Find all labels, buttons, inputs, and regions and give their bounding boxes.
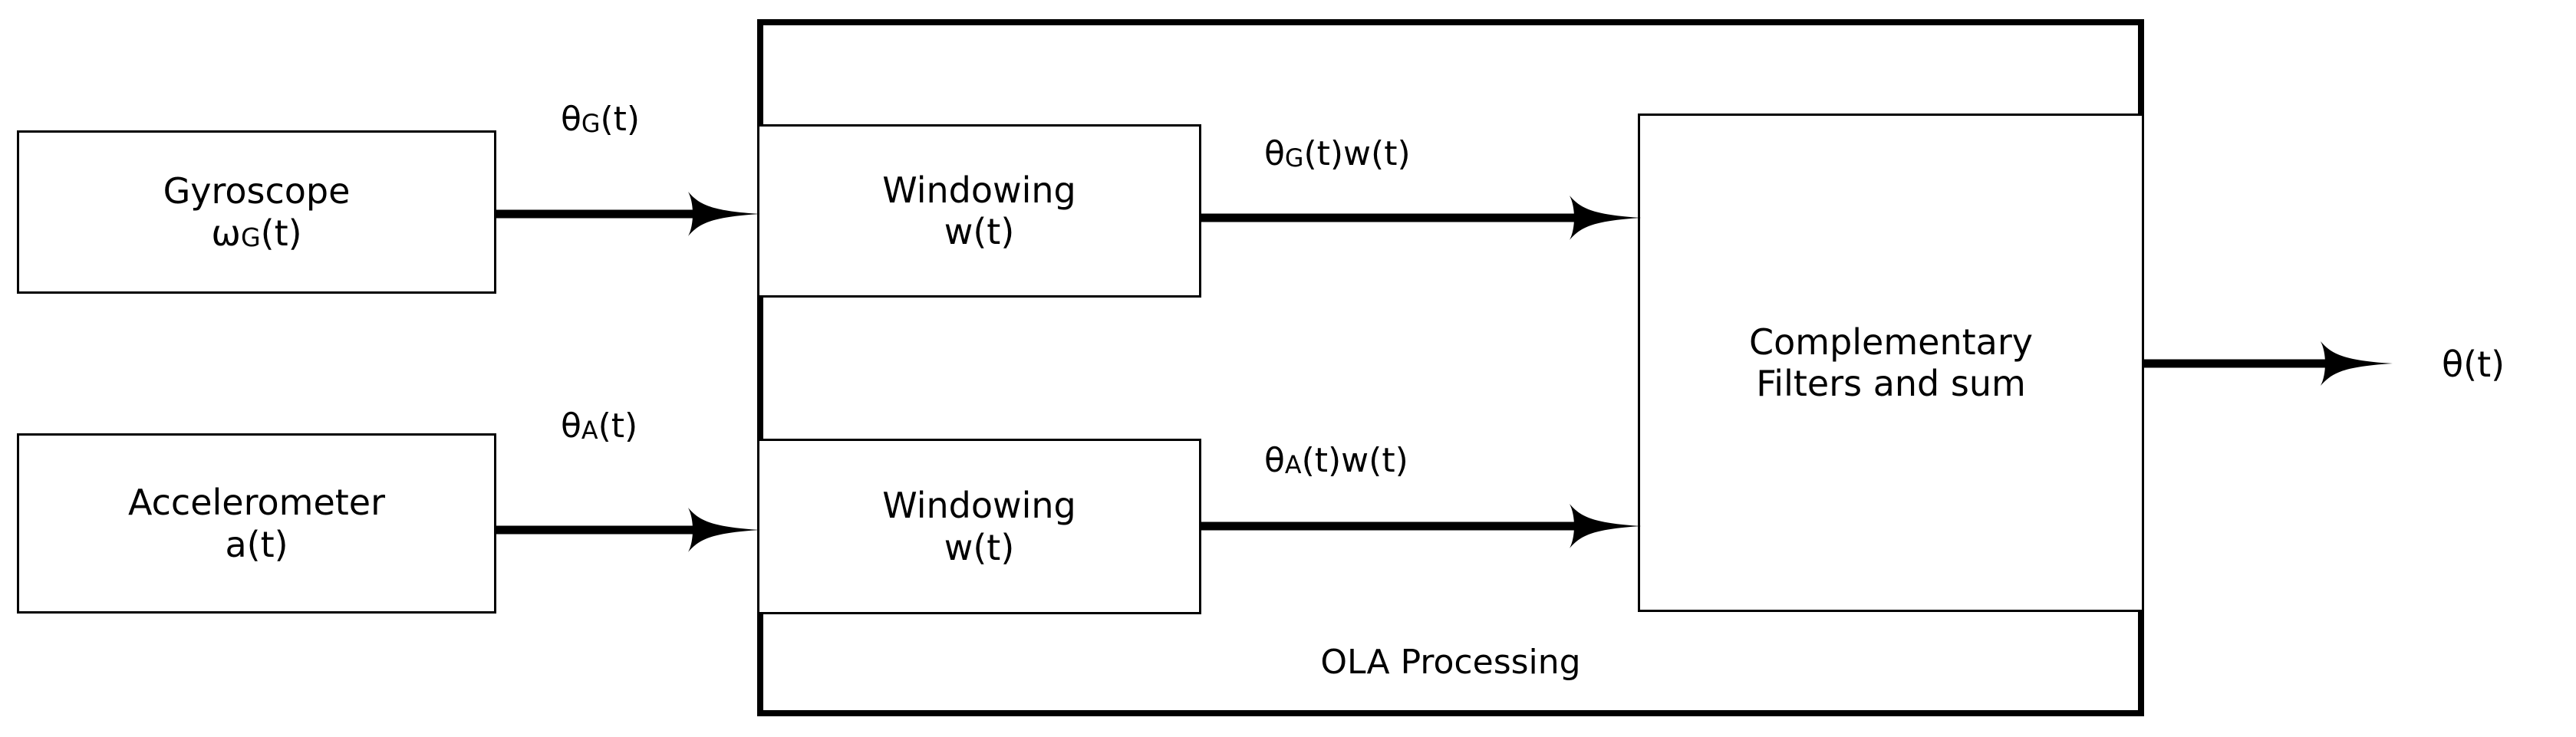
signal-label-accel-to-window: θA(t) bbox=[561, 406, 638, 446]
gyroscope-label-line2: ωG(t) bbox=[211, 212, 302, 254]
signal-label-windowed-accel-subscript: A bbox=[1284, 451, 1302, 479]
windowing-block-top[interactable]: Windowing w(t) bbox=[757, 124, 1201, 298]
accelerometer-label-line2: a(t) bbox=[225, 523, 288, 565]
gyroscope-label-line1: Gyroscope bbox=[163, 170, 351, 212]
signal-label-windowed-gyro-subscript: G bbox=[1284, 144, 1304, 173]
accelerometer-label-line1: Accelerometer bbox=[127, 482, 386, 524]
windowing-bottom-label-line1: Windowing bbox=[882, 485, 1076, 527]
complementary-label-line2: Filters and sum bbox=[1756, 363, 2026, 404]
signal-label-windowed-gyro: θG(t)w(t) bbox=[1264, 134, 1411, 173]
arrow-gyroscope-to-windowing bbox=[496, 190, 761, 238]
windowing-top-label-line1: Windowing bbox=[882, 169, 1076, 211]
arrow-windowed-accel-to-filters bbox=[1201, 502, 1642, 550]
signal-label-accel-subscript: A bbox=[581, 416, 598, 445]
arrow-windowed-gyro-to-filters bbox=[1201, 194, 1642, 242]
windowing-top-label-line2: w(t) bbox=[944, 211, 1015, 252]
signal-label-gyro-subscript: G bbox=[581, 110, 601, 138]
accelerometer-block[interactable]: Accelerometer a(t) bbox=[17, 433, 496, 614]
complementary-label-line1: Complementary bbox=[1749, 321, 2033, 363]
ola-processing-caption: OLA Processing bbox=[1320, 643, 1581, 682]
arrow-accelerometer-to-windowing bbox=[496, 506, 761, 554]
arrow-filters-to-output bbox=[2144, 340, 2393, 387]
complementary-filters-block[interactable]: Complementary Filters and sum bbox=[1638, 114, 2144, 612]
signal-label-gyro-to-window: θG(t) bbox=[561, 100, 641, 139]
windowing-bottom-label-line2: w(t) bbox=[944, 526, 1015, 568]
signal-label-windowed-accel: θA(t)w(t) bbox=[1264, 441, 1408, 480]
windowing-block-bottom[interactable]: Windowing w(t) bbox=[757, 439, 1201, 614]
gyroscope-subscript: G bbox=[240, 222, 261, 253]
gyroscope-block[interactable]: Gyroscope ωG(t) bbox=[17, 130, 496, 294]
signal-label-output: θ(t) bbox=[2442, 344, 2505, 385]
